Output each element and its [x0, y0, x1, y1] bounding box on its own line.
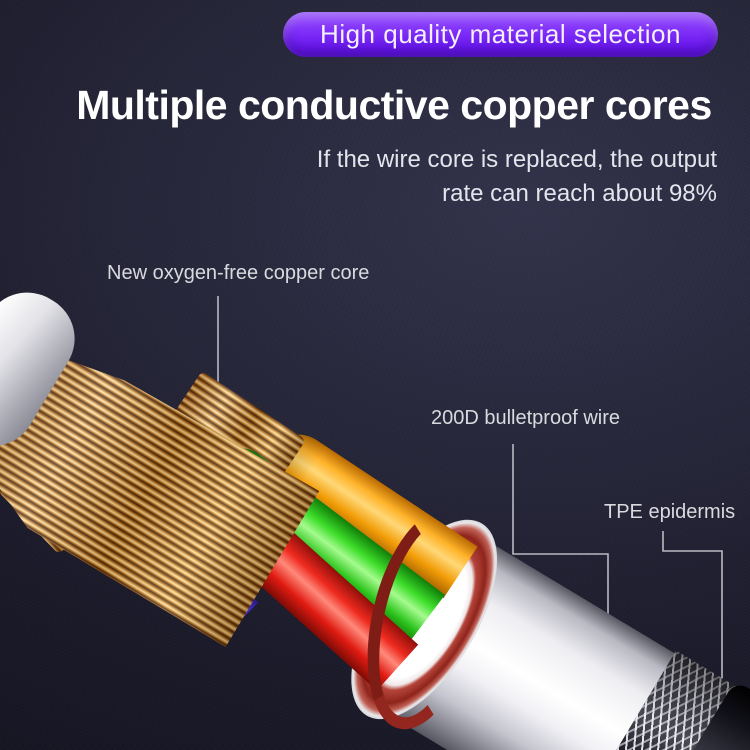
annotation-bulletproof-wire: 200D bulletproof wire — [431, 407, 620, 429]
annotation-tpe-epidermis: TPE epidermis — [604, 501, 736, 523]
header-ribbon: High quality material selection — [283, 12, 718, 57]
subtitle-line-1: If the wire core is replaced, the output — [316, 146, 717, 173]
ribbon-label: High quality material selection — [320, 19, 681, 49]
subtitle: If the wire core is replaced, the output… — [317, 143, 717, 211]
page-title: Multiple conductive copper cores — [76, 82, 712, 128]
leader-line-tpe-epidermis — [662, 531, 723, 686]
leader-line-bulletproof-wire — [512, 444, 609, 624]
annotation-copper-core: New oxygen-free copper core — [107, 262, 370, 284]
subtitle-line-2: rate can reach about 98% — [442, 180, 717, 207]
